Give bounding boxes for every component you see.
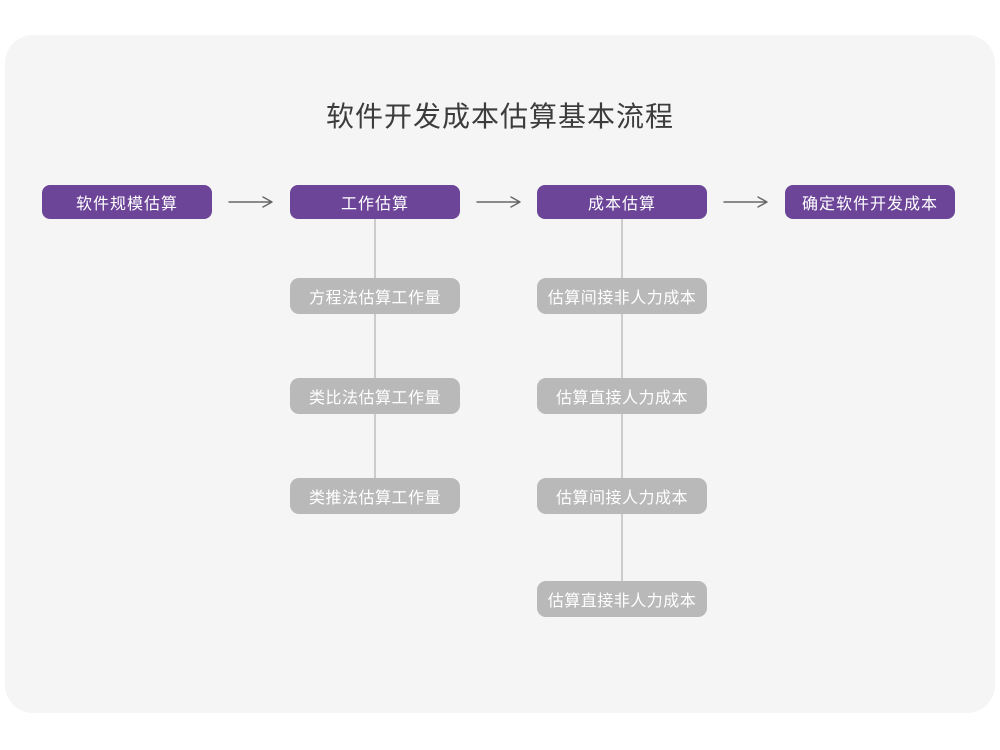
right-arrow-icon xyxy=(723,195,769,214)
substep-box-indirect-labor-cost: 估算间接人力成本 xyxy=(537,478,707,514)
stage-box-determine-development-cost: 确定软件开发成本 xyxy=(785,185,955,219)
substep-label: 类比法估算工作量 xyxy=(308,390,441,407)
connector-line-work-estimation xyxy=(374,219,376,497)
substep-box-equation-method: 方程法估算工作量 xyxy=(290,278,460,314)
stage-label: 工作估算 xyxy=(340,196,409,213)
stage-box-software-size-estimation: 软件规模估算 xyxy=(42,185,212,219)
right-arrow-icon xyxy=(476,195,522,214)
diagram-card xyxy=(5,35,995,713)
stage-label: 软件规模估算 xyxy=(75,196,178,213)
substep-box-comparison-method: 类比法估算工作量 xyxy=(290,378,460,414)
stage-label: 确定软件开发成本 xyxy=(801,196,938,213)
stage-label: 成本估算 xyxy=(587,196,656,213)
right-arrow-icon xyxy=(228,195,274,214)
substep-box-indirect-non-labor-cost: 估算间接非人力成本 xyxy=(537,278,707,314)
substep-label: 估算间接非人力成本 xyxy=(547,290,697,307)
stage-box-work-estimation: 工作估算 xyxy=(290,185,460,219)
substep-label: 估算间接人力成本 xyxy=(555,490,688,507)
substep-label: 方程法估算工作量 xyxy=(308,290,441,307)
substep-box-direct-non-labor-cost: 估算直接非人力成本 xyxy=(537,581,707,617)
stage-box-cost-estimation: 成本估算 xyxy=(537,185,707,219)
substep-label: 类推法估算工作量 xyxy=(308,490,441,507)
substep-label: 估算直接人力成本 xyxy=(555,390,688,407)
substep-box-direct-labor-cost: 估算直接人力成本 xyxy=(537,378,707,414)
substep-box-extrapolation-method: 类推法估算工作量 xyxy=(290,478,460,514)
substep-label: 估算直接非人力成本 xyxy=(547,593,697,610)
diagram-title: 软件开发成本估算基本流程 xyxy=(325,101,674,132)
